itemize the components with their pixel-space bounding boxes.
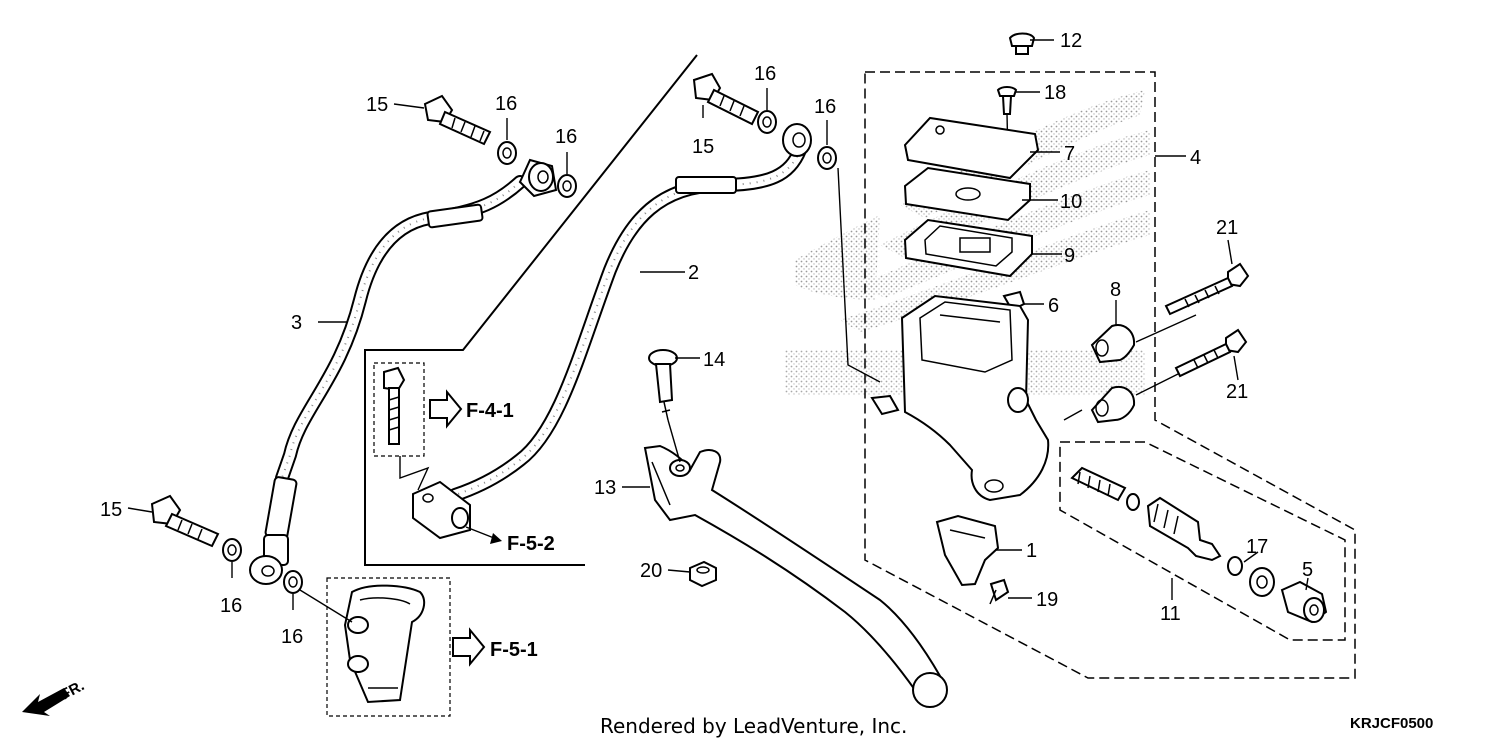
callout-18: 18 [1044,82,1066,104]
pivot-bolt-14 [648,349,681,463]
hollow-reference-arrow-icon [452,627,486,667]
boot-5 [1280,580,1328,624]
callout-15: 15 [100,499,122,521]
assembly-boundary-4 [864,71,1356,679]
caliper-inset-f51 [299,577,451,717]
callout-16: 16 [220,595,242,617]
reference-f-4-1[interactable]: F-4-1 [466,400,514,422]
screw-19 [989,578,1010,605]
brake-hose-2 [412,123,812,540]
callout-16: 16 [495,93,517,115]
screw-12 [1008,32,1036,55]
clamp-holder-8 [1063,314,1197,424]
callout-4: 4 [1190,147,1201,169]
callout-12: 12 [1060,30,1082,52]
callout-21: 21 [1216,217,1238,239]
callout-11: 11 [1160,603,1181,625]
callout-16: 16 [754,63,776,85]
callout-numbers: 15 16 16 15 16 16 3 2 15 16 16 12 18 7 4… [100,30,1313,648]
reference-pointer-f52-head [490,533,502,544]
reservoir-cap-7 [903,116,1040,180]
banjo-bolt-15b [692,72,760,126]
front-direction-arrow-icon [22,688,70,716]
reference-f-5-2[interactable]: F-5-2 [507,533,555,555]
callout-16: 16 [814,96,836,118]
diagram-code: KRJCF0500 [1350,715,1433,732]
callout-5: 5 [1302,559,1313,581]
inset-bolt-f41 [373,362,430,491]
callout-16: 16 [281,626,303,648]
reference-pointer-f52 [465,526,495,539]
bolt-21 [1164,262,1250,378]
callout-20: 20 [640,560,662,582]
brake-switch-1 [935,514,1000,587]
sealing-washer-16 [222,110,837,594]
callout-leaders [127,39,1309,610]
callout-15: 15 [366,94,388,116]
banjo-bolt-15a [423,94,492,146]
master-cylinder-body [837,167,1050,502]
callout-7: 7 [1064,143,1075,165]
inset-panel-border [364,54,698,566]
render-credit: Rendered by LeadVenture, Inc. [600,714,907,738]
callout-14: 14 [703,349,725,371]
callout-13: 13 [594,477,616,499]
callout-15: 15 [692,136,714,158]
callout-8: 8 [1110,279,1121,301]
assembly-boundary-11 [1059,441,1346,641]
callout-2: 2 [688,262,699,284]
callout-10: 10 [1060,191,1082,213]
brake-lever-13 [643,444,948,708]
callout-19: 19 [1036,589,1058,611]
reference-f-5-1[interactable]: F-5-1 [490,639,538,661]
callout-3: 3 [291,312,302,334]
banjo-bolt-15c [150,494,220,548]
piston-set-11 [1070,466,1275,597]
brake-hose-3 [249,158,558,585]
callout-1: 1 [1026,540,1037,562]
callout-16: 16 [555,126,577,148]
nut-20 [689,560,717,588]
callout-9: 9 [1064,245,1075,267]
hollow-reference-arrow-icon [429,389,463,429]
callout-21: 21 [1226,381,1248,403]
callout-17: 17 [1246,536,1268,558]
callout-6: 6 [1048,295,1059,317]
